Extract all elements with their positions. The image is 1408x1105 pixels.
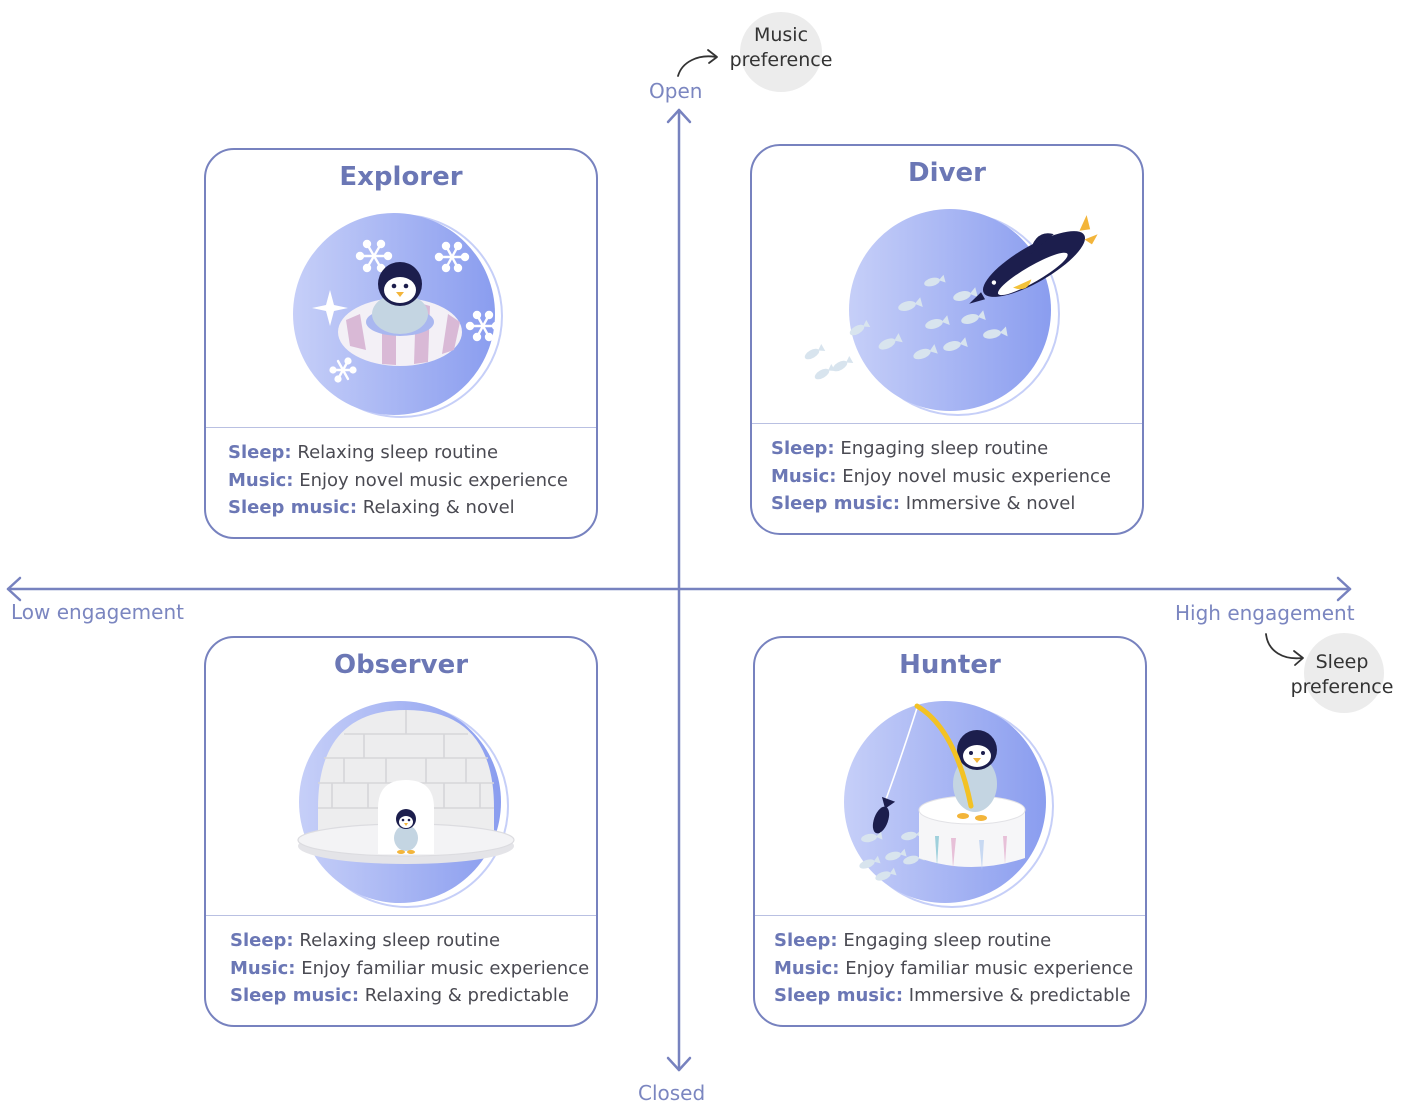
observer-title: Observer	[333, 650, 469, 680]
sleep-preference-pointer-arrow	[1265, 633, 1303, 660]
diver-card: Diver	[750, 144, 1144, 535]
hunter-card: Hunter	[753, 636, 1147, 1027]
diver-music-line: Music: Enjoy novel music experience	[771, 465, 1111, 487]
diver-sleep-music-line: Sleep music: Immersive & novel	[771, 493, 1076, 514]
explorer-details: Sleep: Relaxing sleep routine Music: Enj…	[228, 439, 590, 522]
explorer-title: Explorer	[339, 162, 463, 192]
observer-divider	[206, 915, 596, 916]
observer-details: Sleep: Relaxing sleep routine Music: Enj…	[230, 927, 590, 1010]
explorer-sleep-line: Sleep: Relaxing sleep routine	[228, 442, 499, 463]
x-axis-right-label: High engagement	[1175, 601, 1355, 625]
music-preference-title: Music preference	[729, 24, 833, 71]
hunter-sleep-music-line: Sleep music: Immersive & predictable	[774, 985, 1131, 1006]
explorer-divider	[206, 427, 596, 428]
penguin-swim-ring-icon	[293, 213, 503, 418]
hunter-divider	[755, 915, 1145, 916]
y-axis-arrow-down	[666, 1056, 692, 1072]
hunter-sleep-line: Sleep: Engaging sleep routine	[774, 930, 1052, 951]
fishing-penguin-icon	[844, 701, 1054, 908]
explorer-sleep-music-line: Sleep music: Relaxing & novel	[228, 497, 515, 518]
diving-penguin-icon	[804, 209, 1098, 416]
diver-sleep-line: Sleep: Engaging sleep routine	[771, 438, 1049, 459]
explorer-card: Explorer	[204, 148, 598, 539]
observer-card: Observer Sle	[204, 636, 598, 1027]
hunter-title: Hunter	[899, 650, 1001, 680]
diver-divider	[752, 423, 1142, 424]
hunter-music-line: Music: Enjoy familiar music experience	[774, 957, 1134, 979]
observer-sleep-line: Sleep: Relaxing sleep routine	[230, 930, 501, 951]
x-axis-arrow-left	[6, 576, 22, 602]
diver-title: Diver	[908, 158, 986, 188]
x-axis-arrow-right	[1336, 576, 1352, 602]
diver-details: Sleep: Engaging sleep routine Music: Enj…	[771, 435, 1136, 518]
music-preference-bubble	[740, 12, 822, 92]
y-axis-top-label: Open	[649, 79, 703, 103]
y-axis-arrow-up	[666, 108, 692, 124]
penguin-igloo-icon	[297, 701, 515, 908]
music-preference-pointer-arrow	[677, 55, 717, 77]
observer-sleep-music-line: Sleep music: Relaxing & predictable	[230, 985, 569, 1006]
observer-music-line: Music: Enjoy familiar music experience	[230, 957, 590, 979]
explorer-music-line: Music: Enjoy novel music experience	[228, 469, 568, 491]
sleep-preference-title: Sleep preference	[1290, 651, 1394, 698]
hunter-details: Sleep: Engaging sleep routine Music: Enj…	[774, 927, 1139, 1010]
y-axis-bottom-label: Closed	[638, 1081, 706, 1105]
x-axis-left-label: Low engagement	[11, 600, 184, 624]
sleep-preference-bubble	[1304, 633, 1384, 713]
